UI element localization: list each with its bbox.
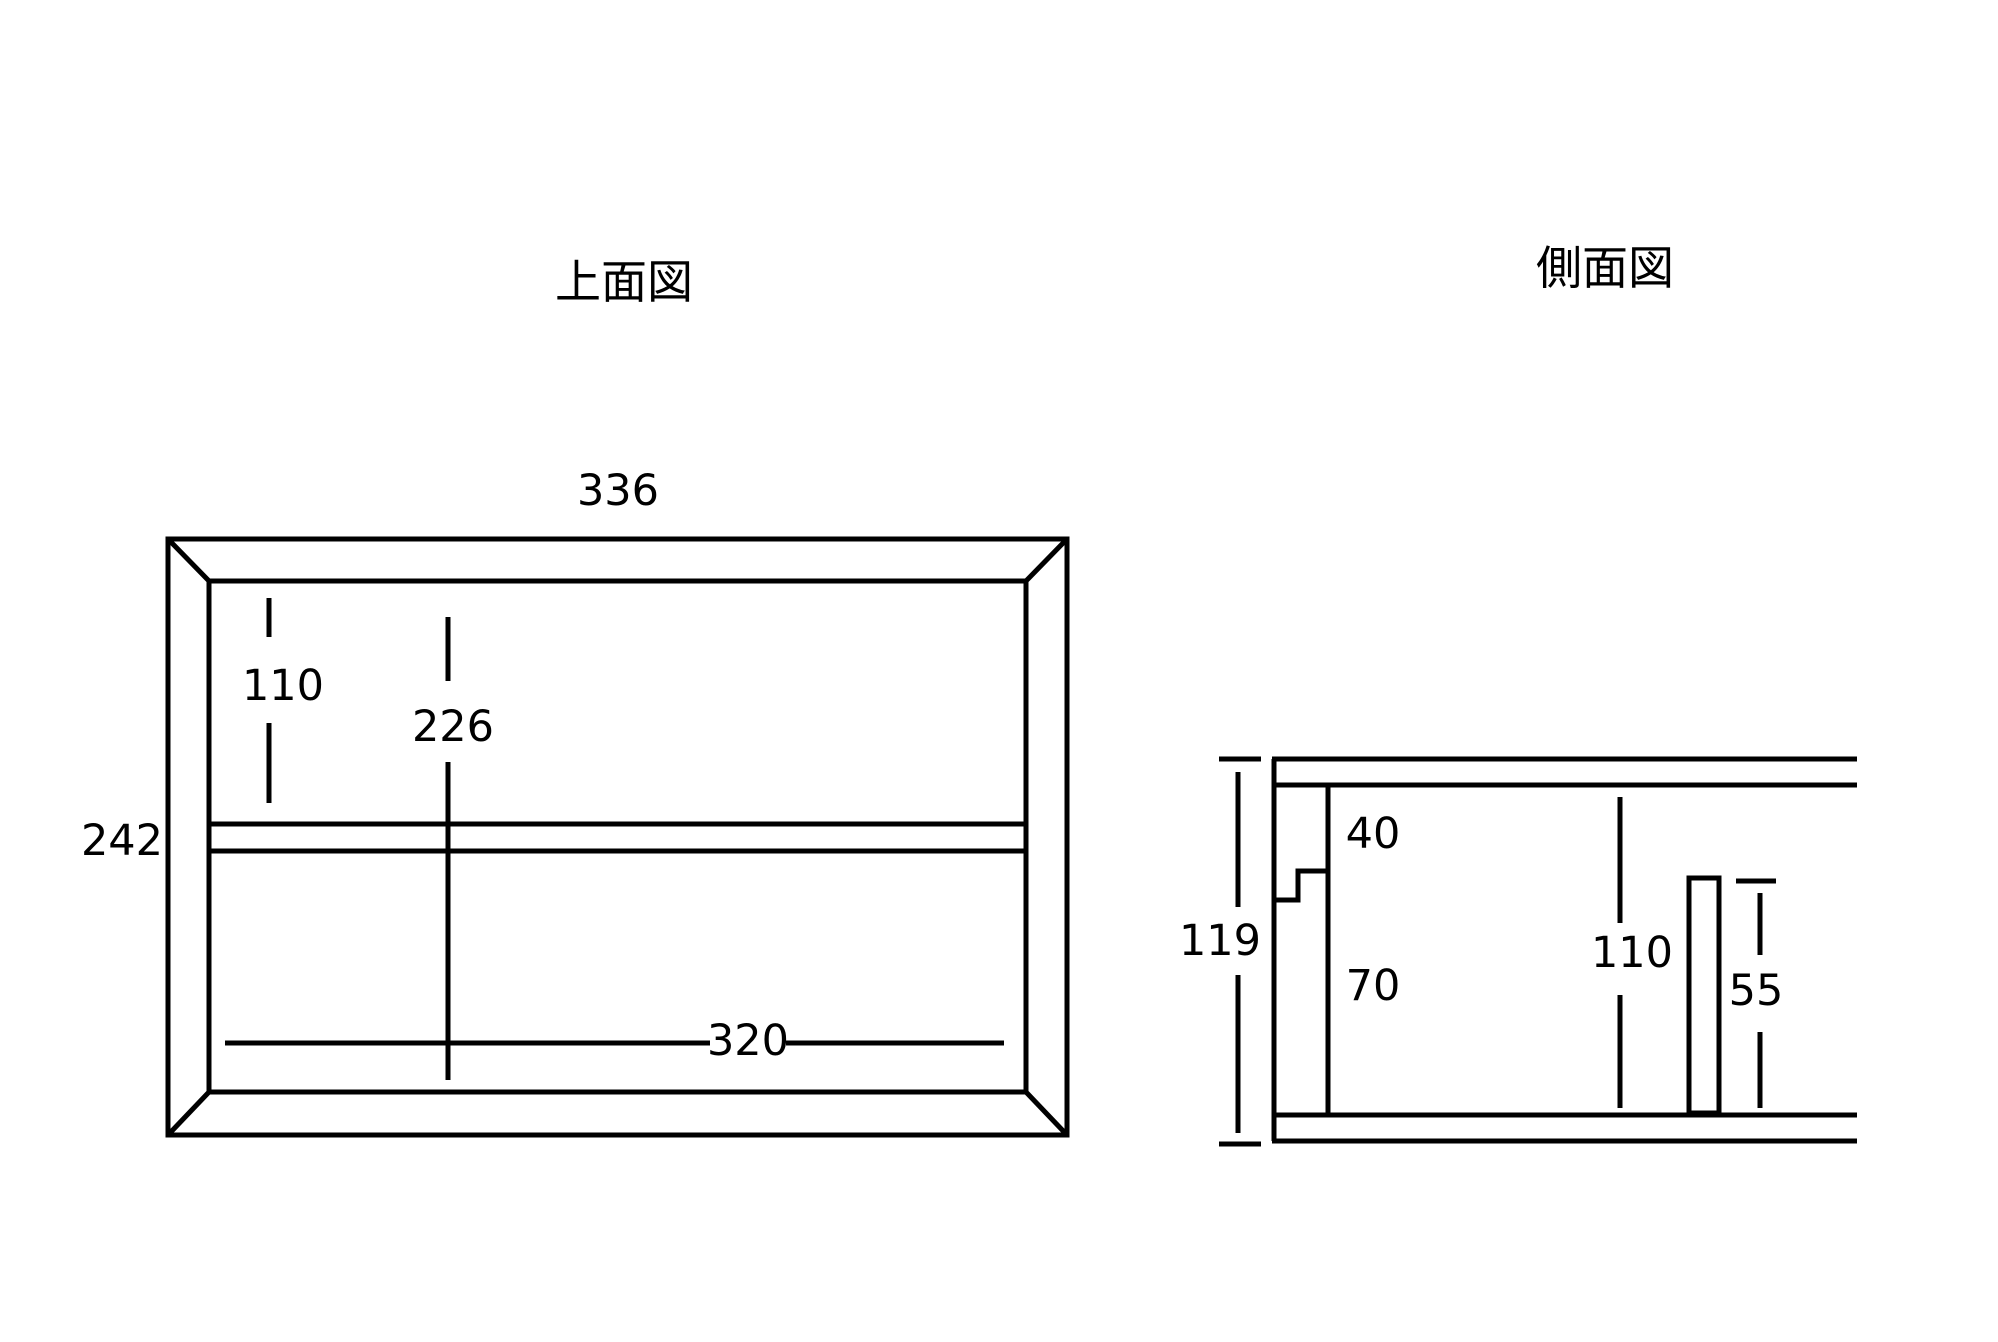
- top-view-title: 上面図: [555, 255, 693, 309]
- top-view-mitre-tr: [1024, 537, 1069, 583]
- side-view-title: 側面図: [1536, 241, 1674, 295]
- side-view-step: [1274, 868, 1328, 903]
- top-view-mitre-br: [1024, 1090, 1069, 1137]
- top-view-outer-frame: [165, 536, 1070, 1138]
- top-view-inner-frame: [206, 578, 1029, 1095]
- side-view: 側面図 119 40 70 110 55: [1179, 241, 1857, 1147]
- top-view-width-label: 336: [577, 466, 659, 516]
- side-view-divider-height-label: 55: [1729, 966, 1784, 1016]
- top-view-mitre-bl: [166, 1090, 211, 1137]
- top-view-shelf: [206, 821, 1029, 854]
- top-view-mitre-tl: [166, 537, 211, 583]
- side-view-lower-gap-label: 70: [1346, 961, 1401, 1011]
- top-view-depth-label: 242: [81, 816, 163, 866]
- side-view-divider: [1686, 875, 1722, 1116]
- top-view: 上面図 336 242 110 226 320: [81, 255, 1070, 1138]
- side-view-upper-gap-label: 40: [1346, 809, 1401, 859]
- top-view-inner-depth-label: 226: [412, 702, 494, 752]
- side-view-inner-height-label: 110: [1591, 928, 1673, 978]
- side-view-height-label: 119: [1179, 916, 1261, 966]
- top-view-inner-width-label: 320: [707, 1016, 789, 1066]
- top-view-shelf-depth-label: 110: [242, 661, 324, 711]
